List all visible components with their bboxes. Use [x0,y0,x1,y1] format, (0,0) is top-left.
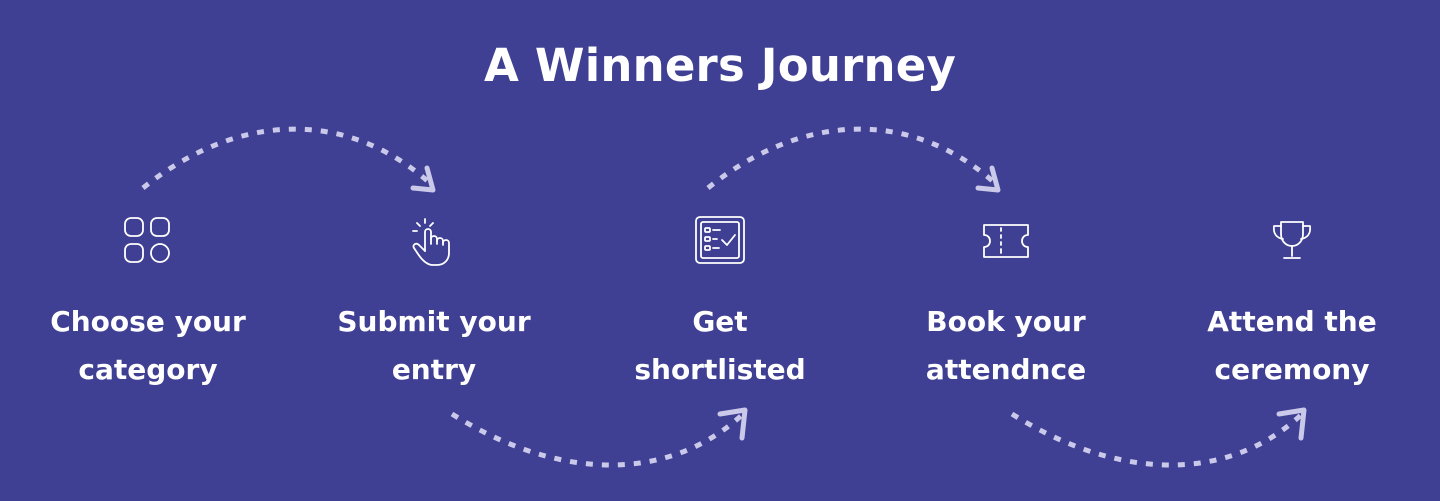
checklist-board-icon [693,214,747,268]
arrow-step4-to-step5 [1010,407,1307,468]
category-grid-icon [121,214,175,268]
arrow-step3-to-step4 [706,126,1001,193]
ticket-icon [979,214,1033,268]
arrow-step2-to-step3 [450,407,748,468]
step-label: Get shortlisted [634,305,806,386]
step-label: Attend the ceremony [1207,305,1377,386]
step-label: Choose your category [50,305,246,386]
trophy-icon [1265,214,1319,268]
page-title: A Winners Journey [484,39,956,92]
arrow-step1-to-step2 [141,126,436,193]
step-label: Book your attendnce [925,305,1087,386]
step-label: Submit your entry [337,305,531,386]
tap-hand-icon [407,214,461,268]
